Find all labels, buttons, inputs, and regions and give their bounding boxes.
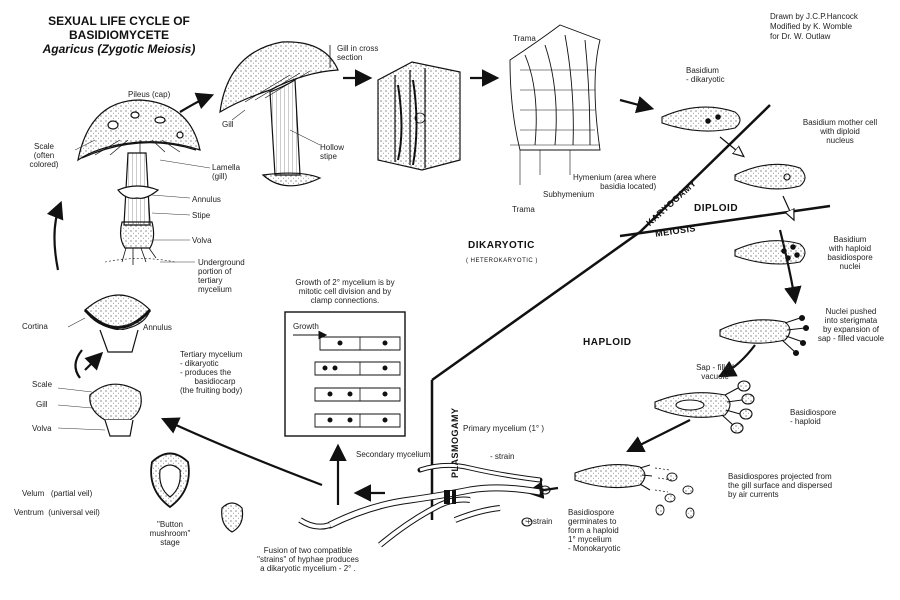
- phase-diploid: DIPLOID: [694, 203, 739, 214]
- credits: Drawn by J.C.P.Hancock Modified by K. Wo…: [770, 12, 858, 42]
- cut-mushroom: [219, 41, 339, 187]
- basidium-projecting: [574, 464, 646, 489]
- label-primary-mycelium: Primary mycelium (1° ): [463, 424, 544, 433]
- leader-lines: [57, 109, 321, 431]
- arrow-mature-to-gill: [179, 92, 215, 113]
- label-growth: Growth: [293, 322, 319, 331]
- cortina-stage: [84, 294, 151, 331]
- phase-dikaryotic-sub: ( HETEROKARYOTIC ): [466, 258, 538, 264]
- scale-stage: [89, 383, 142, 421]
- label-gill-a: Gill: [222, 120, 234, 129]
- phase-dikaryotic: DIKARYOTIC: [468, 240, 535, 251]
- title-line-3: Agaricus (Zygotic Meiosis): [42, 42, 196, 56]
- label-plus-strain: + strain: [526, 517, 553, 526]
- label-gill-b: Gill: [36, 400, 48, 409]
- basidium-haploid-nuclei: [734, 240, 806, 265]
- credits-line-2: Modified by K. Womble: [770, 22, 853, 31]
- page-title: SEXUAL LIFE CYCLE OF BASIDIOMYCETE Agari…: [14, 14, 224, 56]
- credits-line-3: for Dr. W. Outlaw: [770, 32, 831, 41]
- growth-box: [284, 311, 406, 437]
- title-line-1: SEXUAL LIFE CYCLE OF: [48, 14, 190, 28]
- basidium-stages: [574, 106, 810, 493]
- basidium-nuclei-pushed: [719, 319, 791, 344]
- basidium-mother-cell: [734, 163, 806, 190]
- young-basidiocarps: [83, 294, 244, 533]
- hollow-arrows: [719, 136, 793, 218]
- label-trama-top: Trama: [513, 34, 536, 43]
- arrow-to-cortina: [84, 351, 104, 371]
- label-lamella: Lamella(gill): [212, 163, 241, 181]
- airborne-basidiospores: [655, 472, 695, 519]
- label-fusion: Fusion of two compatible"strains" of hyp…: [257, 546, 359, 573]
- credits-line-1: Drawn by J.C.P.Hancock: [770, 12, 858, 21]
- hymenium-detail: [509, 24, 601, 185]
- label-ventrum: Ventrum (universal veil): [14, 508, 100, 517]
- gill-cross-section: [377, 61, 461, 171]
- phase-haploid: HAPLOID: [583, 337, 632, 348]
- basidium-dikaryotic: [661, 106, 741, 132]
- label-cortina: Cortina: [22, 322, 48, 331]
- arrow-to-nuclei-pushed: [778, 229, 802, 305]
- label-annulus-b: Annulus: [143, 323, 172, 332]
- label-velum: Velum (partial veil): [22, 489, 93, 498]
- label-annulus-a: Annulus: [192, 195, 221, 204]
- label-volva-b: Volva: [32, 424, 52, 433]
- title-line-2: BASIDIOMYCETE: [68, 28, 169, 42]
- label-secondary-mycelium: Secondary mycelium: [356, 450, 431, 459]
- arrow-to-sap-vacuole: [718, 344, 756, 378]
- early-button: [221, 502, 244, 533]
- label-pileus: Pileus (cap): [128, 90, 171, 99]
- mature-mushroom: [77, 99, 201, 265]
- label-minus-strain: - strain: [490, 452, 515, 461]
- label-basidiospore: Basidiospore- haploid: [790, 408, 837, 426]
- arrow-to-projection: [626, 419, 691, 452]
- label-volva-a: Volva: [192, 236, 212, 245]
- label-subhymenium: Subhymenium: [543, 190, 595, 199]
- arrow-to-button: [161, 417, 323, 487]
- label-stipe: Stipe: [192, 211, 211, 220]
- label-trama-bottom: Trama: [512, 205, 535, 214]
- germinating-mycelium: [298, 462, 551, 548]
- arrow-to-basidium: [619, 96, 655, 114]
- label-basidium-dikaryotic: Basidium- dikaryotic: [686, 66, 725, 84]
- arrow-to-mature: [46, 200, 64, 271]
- label-tertiary-mycelium: Tertiary mycelium- dikaryotic- produces …: [180, 350, 243, 395]
- phase-plasmogamy: PLASMOGAMY: [450, 407, 460, 478]
- label-scale-b: Scale: [32, 380, 53, 389]
- arrow-cortina-connector: [74, 349, 83, 379]
